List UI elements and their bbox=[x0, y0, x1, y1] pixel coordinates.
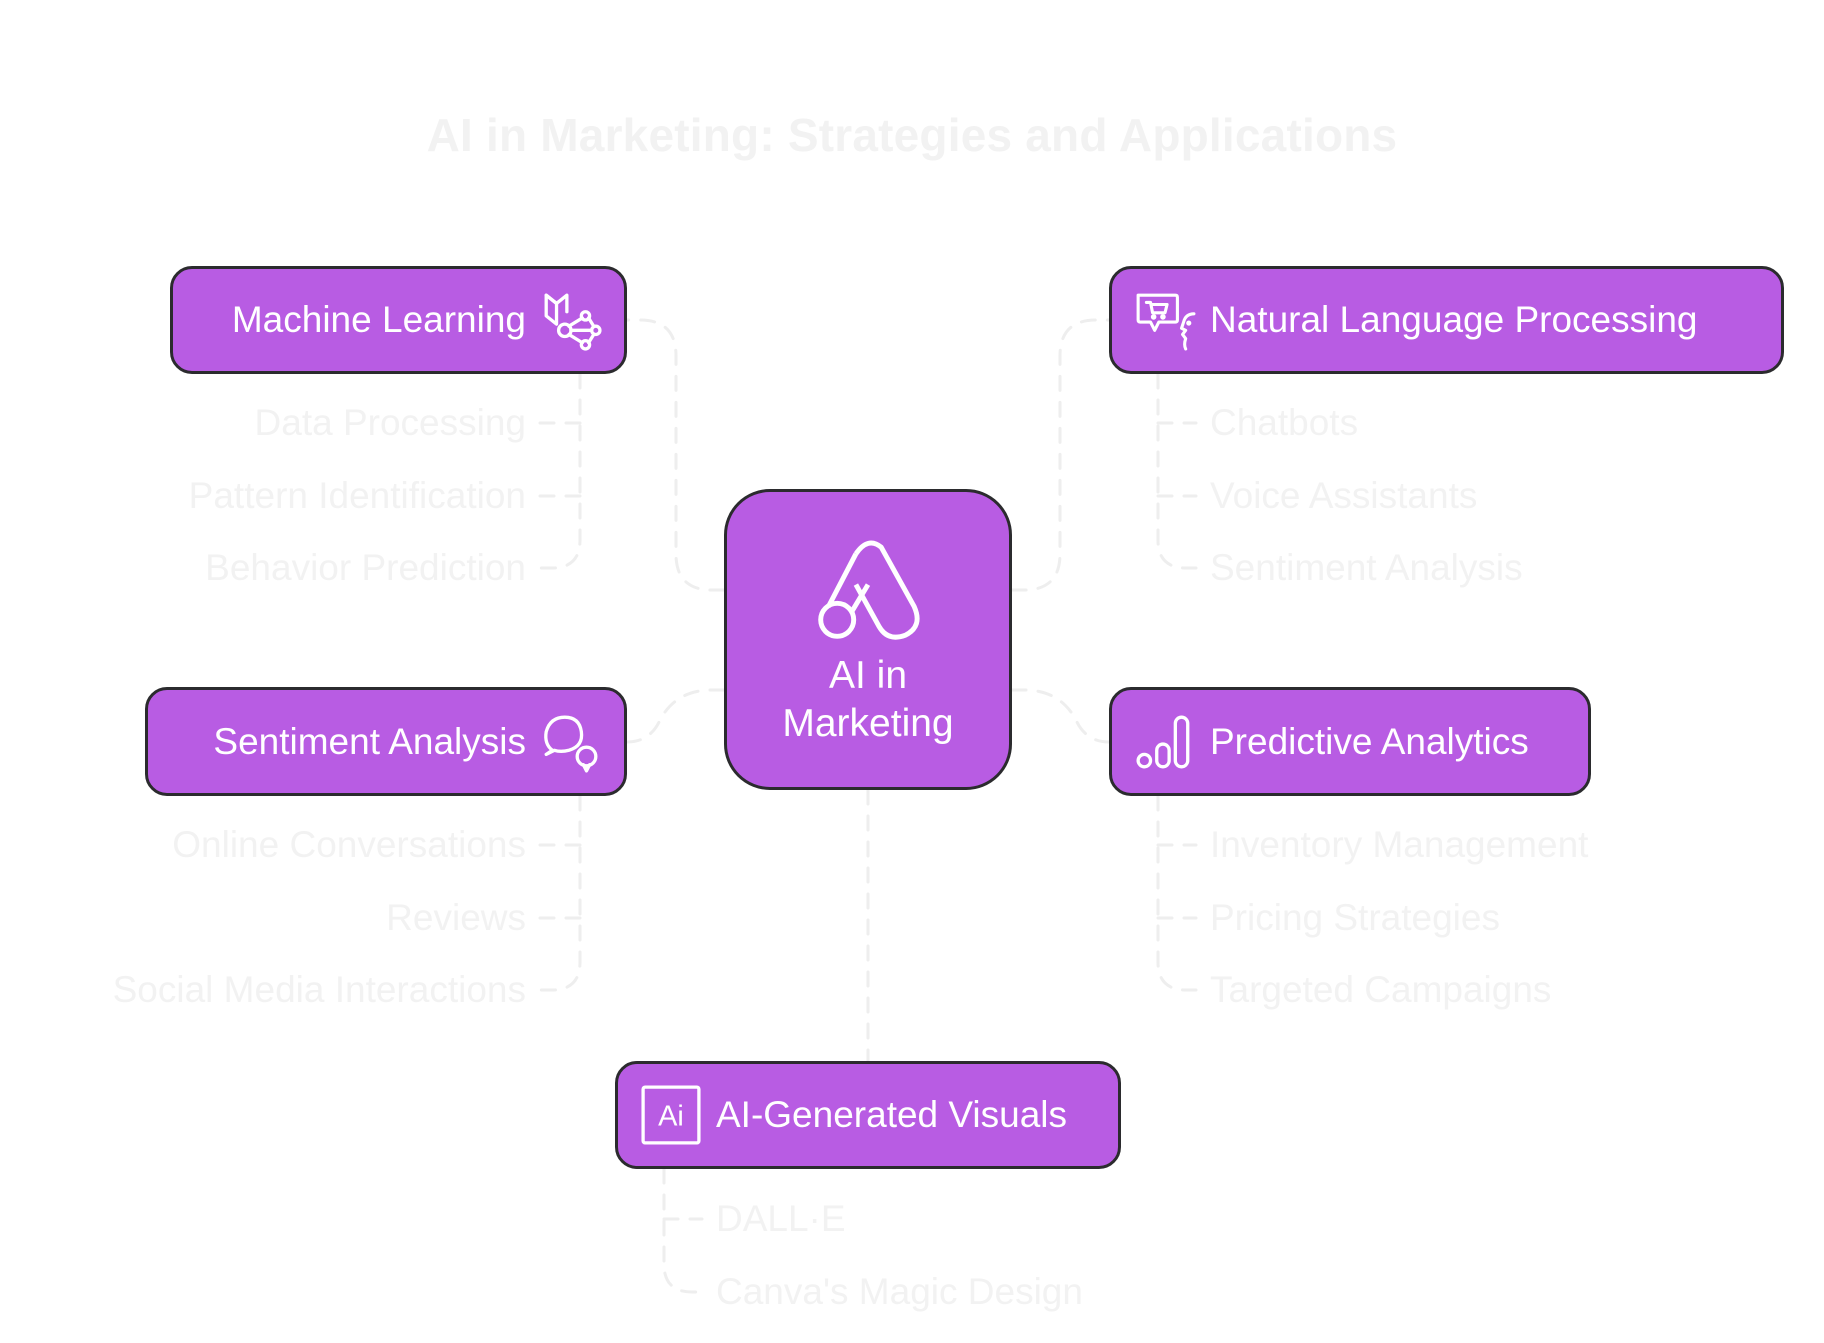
nlp-item-2: Voice Assistants bbox=[1210, 475, 1478, 516]
book-network-icon bbox=[540, 289, 602, 351]
connector-center-nlp bbox=[1010, 318, 1111, 592]
node-label: Machine Learning bbox=[231, 299, 526, 340]
sentiment-item-1: Online Conversations bbox=[172, 824, 526, 865]
center-label: AI in Marketing bbox=[782, 652, 953, 748]
node-machine-learning[interactable]: Machine Learning bbox=[170, 266, 627, 374]
center-label-line-1: AI in bbox=[828, 654, 908, 697]
connector-center-ml bbox=[625, 318, 726, 592]
node-label: Predictive Analytics bbox=[1210, 720, 1529, 762]
sentiment-item-2: Reviews bbox=[386, 897, 526, 938]
nlp-item-1: Chatbots bbox=[1210, 402, 1359, 443]
predictive-item-1: Inventory Management bbox=[1210, 824, 1589, 865]
node-label: AI-Generated Visuals bbox=[716, 1094, 1068, 1135]
bar-chart-icon bbox=[1134, 711, 1196, 773]
ml-item-2: Pattern Identification bbox=[188, 475, 526, 516]
connector-sentiment-children bbox=[538, 794, 582, 992]
connector-center-sentiment bbox=[625, 688, 726, 744]
connector-center-predictive bbox=[1010, 688, 1111, 744]
node-sentiment-analysis[interactable]: Sentiment Analysis bbox=[145, 687, 627, 796]
chat-cart-voice-icon bbox=[1134, 289, 1196, 351]
chat-bubbles-icon bbox=[540, 711, 602, 773]
center-node[interactable]: AI in Marketing bbox=[724, 489, 1012, 790]
node-ai-generated-visuals[interactable]: Ai AI-Generated Visuals bbox=[615, 1061, 1121, 1169]
node-label: Sentiment Analysis bbox=[213, 720, 526, 762]
ai-icon-text: Ai bbox=[658, 1100, 684, 1132]
nlp-item-3: Sentiment Analysis bbox=[1210, 547, 1523, 588]
node-natural-language-processing[interactable]: Natural Language Processing bbox=[1109, 266, 1784, 374]
diagram-title: AI in Marketing: Strategies and Applicat… bbox=[426, 109, 1398, 161]
ml-item-1: Data Processing bbox=[254, 402, 526, 443]
ml-item-3: Behavior Prediction bbox=[205, 547, 526, 588]
node-label: Natural Language Processing bbox=[1210, 299, 1698, 340]
adobe-illustrator-icon: Ai bbox=[640, 1084, 702, 1146]
connector-predictive-children bbox=[1156, 794, 1198, 992]
visuals-item-2: Canva's Magic Design bbox=[716, 1271, 1083, 1312]
center-label-line-2: Marketing bbox=[782, 702, 954, 745]
sentiment-item-3: Social Media Interactions bbox=[112, 969, 526, 1010]
google-ads-icon bbox=[813, 534, 923, 644]
predictive-item-2: Pricing Strategies bbox=[1210, 897, 1500, 938]
predictive-item-3: Targeted Campaigns bbox=[1210, 969, 1552, 1010]
connector-visuals-children bbox=[662, 1167, 704, 1294]
visuals-item-1: DALL·E bbox=[716, 1198, 846, 1239]
connector-ml-children bbox=[538, 372, 582, 570]
node-predictive-analytics[interactable]: Predictive Analytics bbox=[1109, 687, 1591, 796]
connector-nlp-children bbox=[1156, 372, 1198, 570]
